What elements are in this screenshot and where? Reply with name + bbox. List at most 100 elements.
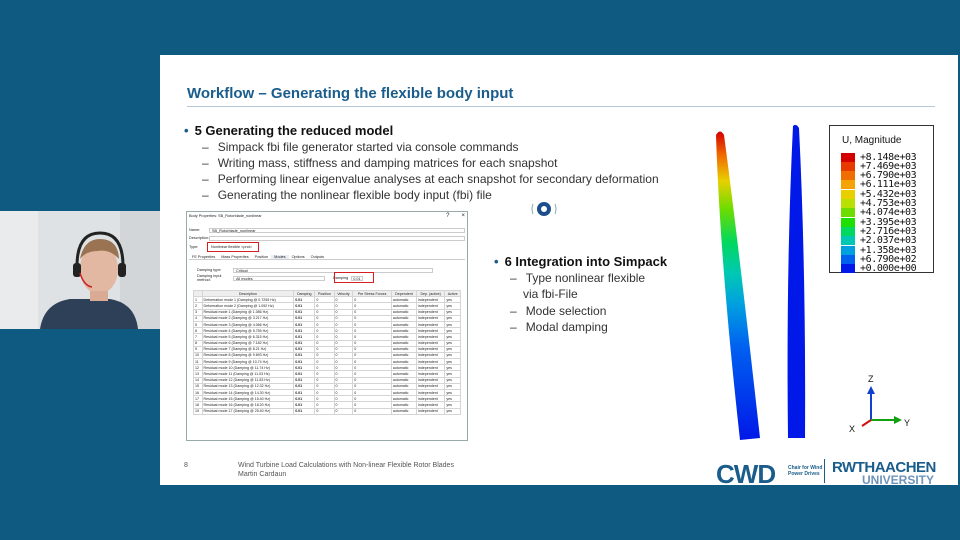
section-5-item: –Performing linear eigenvalue analyses a… <box>202 172 659 186</box>
legend-swatch <box>841 226 855 236</box>
legend-entry: +4.753e+03 <box>841 198 917 209</box>
legend-entry: +0.000e+00 <box>841 263 917 275</box>
legend-swatch <box>841 171 855 181</box>
type-highlight-box <box>207 242 259 252</box>
tab-outputs[interactable]: Outputs <box>310 254 324 259</box>
legend-value: +1.358e+03 <box>860 244 917 256</box>
name-row: Name: SB_Rotorblade_nonlinear <box>189 227 465 233</box>
cwd-logo: CWD <box>716 459 776 489</box>
legend-swatch <box>841 217 855 227</box>
tab-fe-properties[interactable]: FE Properties <box>192 254 216 259</box>
table-cell[interactable]: yes <box>444 407 461 415</box>
rwth-logo-subtitle: UNIVERSITY <box>862 473 935 485</box>
section-6-item: –Mode selection <box>510 304 607 318</box>
legend-entry: +6.790e+02 <box>841 254 917 265</box>
legend-entry: +4.074e+03 <box>841 207 917 219</box>
damping-type-row: Damping type: Critical <box>197 267 465 273</box>
tab-options[interactable]: Options <box>291 254 305 259</box>
tab-position[interactable]: Position <box>254 254 269 259</box>
section-6-item: via fbi-File <box>523 287 578 301</box>
axis-y-label: Y <box>904 418 911 428</box>
legend-swatch <box>841 208 855 218</box>
section-6-item: –Type nonlinear flexible <box>510 271 646 285</box>
legend-entry: +2.037e+03 <box>841 235 917 247</box>
dialog-title: Body Properties: SB_Rotorblade_nonlinear <box>189 214 262 218</box>
damping-input-label: Damping input method: <box>197 274 222 282</box>
legend-value: +4.753e+03 <box>860 198 917 209</box>
tab-mass-properties[interactable]: Mass Properties <box>221 254 249 259</box>
type-label: Type: <box>189 245 199 249</box>
simpack-icon <box>531 202 557 216</box>
legend-value: +0.000e+00 <box>860 263 917 275</box>
axis-z-label: Z <box>868 374 874 384</box>
body-properties-dialog: Body Properties: SB_Rotorblade_nonlinear… <box>186 211 468 441</box>
blade-contour-plot <box>716 124 806 440</box>
legend-value: +2.716e+03 <box>860 225 917 237</box>
legend-entry: +5.432e+03 <box>841 188 917 200</box>
type-row: Type: Nonlinear flexible <pnd> <box>189 244 465 250</box>
help-icon[interactable]: ? <box>446 213 450 219</box>
axis-x-label: X <box>849 424 856 434</box>
footer-title: Wind Turbine Load Calculations with Non-… <box>238 462 454 469</box>
rwth-logo: RWTHAACHEN <box>832 459 936 476</box>
legend-swatch <box>841 180 855 190</box>
undeformed-blade <box>787 124 806 438</box>
type-select[interactable]: Nonlinear flexible <pnd> <box>211 245 252 249</box>
legend-value: +8.148e+03 <box>860 151 917 163</box>
damping-field[interactable]: 0.01 <box>351 275 364 281</box>
legend-value: +4.074e+03 <box>860 207 917 219</box>
legend-value: +2.037e+03 <box>860 235 917 247</box>
legend-swatch <box>841 236 855 246</box>
description-field[interactable] <box>209 235 465 241</box>
table-cell: 0 <box>314 407 335 415</box>
tab-modes[interactable]: Modes <box>271 254 289 259</box>
title-divider <box>187 106 935 107</box>
table-cell: Residual mode 17 (Damping @ 25.40 Hz) <box>201 407 295 415</box>
section-5-item: –Writing mass, stiffness and damping mat… <box>202 156 558 170</box>
legend-entry: +8.148e+03 <box>841 151 917 163</box>
legend-value: +6.790e+03 <box>860 170 917 182</box>
legend-value: +6.111e+03 <box>860 179 917 191</box>
dialog-titlebar: Body Properties: SB_Rotorblade_nonlinear… <box>189 213 465 219</box>
close-icon[interactable]: × <box>461 213 465 219</box>
damping-input-select[interactable]: All modes <box>233 275 325 281</box>
page-number: 8 <box>184 462 188 469</box>
damping-type-select[interactable]: Critical <box>233 267 433 273</box>
legend-value: +5.432e+03 <box>860 188 917 200</box>
axis-triad-icon <box>861 386 902 427</box>
table-cell: 0 <box>352 407 392 415</box>
legend-value: +7.469e+03 <box>860 160 917 172</box>
description-row: Description: <box>189 235 465 241</box>
damping-type-label: Damping type: <box>197 268 222 272</box>
section-6-item: –Modal damping <box>510 320 608 334</box>
legend-title: U, Magnitude <box>842 135 902 146</box>
table-cell: 19 <box>193 407 203 415</box>
legend-entry: +6.790e+03 <box>841 170 917 182</box>
legend-swatch <box>841 189 855 199</box>
table-cell[interactable]: independent <box>415 407 446 415</box>
legend-entry: +2.716e+03 <box>841 225 917 237</box>
legend-swatch <box>841 264 855 274</box>
cwd-logo-subtitle: Chair for Wind Power Drives <box>788 465 823 477</box>
legend-swatch <box>841 254 855 264</box>
legend-entry: +1.358e+03 <box>841 244 917 256</box>
section-5-item: –Simpack fbi file generator started via … <box>202 140 519 154</box>
name-field[interactable]: SB_Rotorblade_nonlinear <box>209 227 465 233</box>
footer-author: Martin Cardaun <box>238 471 287 478</box>
legend-swatch <box>841 245 855 255</box>
contour-legend: U, Magnitude +8.148e+03+7.469e+03+6.790e… <box>829 125 934 275</box>
damping-field-label: Damping <box>333 276 349 280</box>
table-cell: 0.01 <box>293 407 316 415</box>
table-cell[interactable]: automatic <box>390 407 417 415</box>
legend-value: +3.395e+03 <box>860 216 917 228</box>
slide-title: Workflow – Generating the flexible body … <box>187 85 514 102</box>
